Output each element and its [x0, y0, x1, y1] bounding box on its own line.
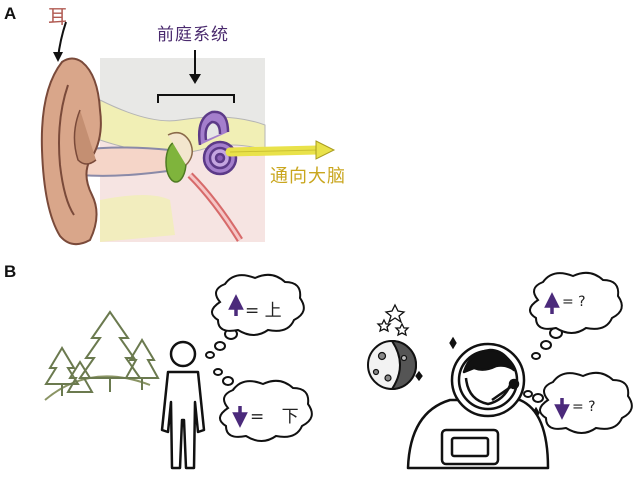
- panel-b-letter: B: [4, 262, 17, 281]
- outer-ear-inner-fold: [58, 84, 75, 216]
- ossicles: [167, 131, 193, 166]
- hill: [44, 375, 151, 401]
- tree-small-right: [124, 338, 160, 390]
- moon: [367, 339, 417, 391]
- vestibular-label: 前庭系统: [157, 25, 229, 45]
- earth-down-text: = 下: [250, 407, 305, 427]
- standing-person: [160, 340, 206, 470]
- tree-small-left: [44, 346, 80, 396]
- outer-ear: [40, 57, 102, 246]
- space-up-bubble: [529, 271, 623, 334]
- panel-a-letter: A: [4, 4, 17, 23]
- vestibular-bracket: [157, 94, 235, 103]
- space-up-arrow-icon: [544, 292, 560, 314]
- earth-down-arrow-icon: [232, 406, 248, 428]
- earth-up-text: = 上: [245, 301, 282, 321]
- earth-down-bubble: [219, 379, 313, 442]
- space-thought-trail: [523, 327, 563, 403]
- nerve-arrowhead: [315, 140, 336, 160]
- space-down-arrow-icon: [554, 398, 570, 420]
- space-down-text: = ?: [572, 399, 596, 415]
- tree-small-mid: [66, 360, 94, 393]
- stars: [376, 303, 540, 420]
- to-brain-label: 通向大脑: [270, 166, 346, 187]
- tree-large: [78, 310, 142, 392]
- ear-label: 耳: [48, 6, 68, 28]
- earth-up-arrow-icon: [228, 294, 244, 316]
- concha: [73, 109, 97, 165]
- lower-bone-layer: [100, 195, 175, 242]
- eustachian-tube-inner: [188, 173, 242, 241]
- astronaut: [406, 342, 550, 470]
- space-up-text: = ?: [562, 294, 586, 310]
- earth-up-bubble: [211, 273, 305, 336]
